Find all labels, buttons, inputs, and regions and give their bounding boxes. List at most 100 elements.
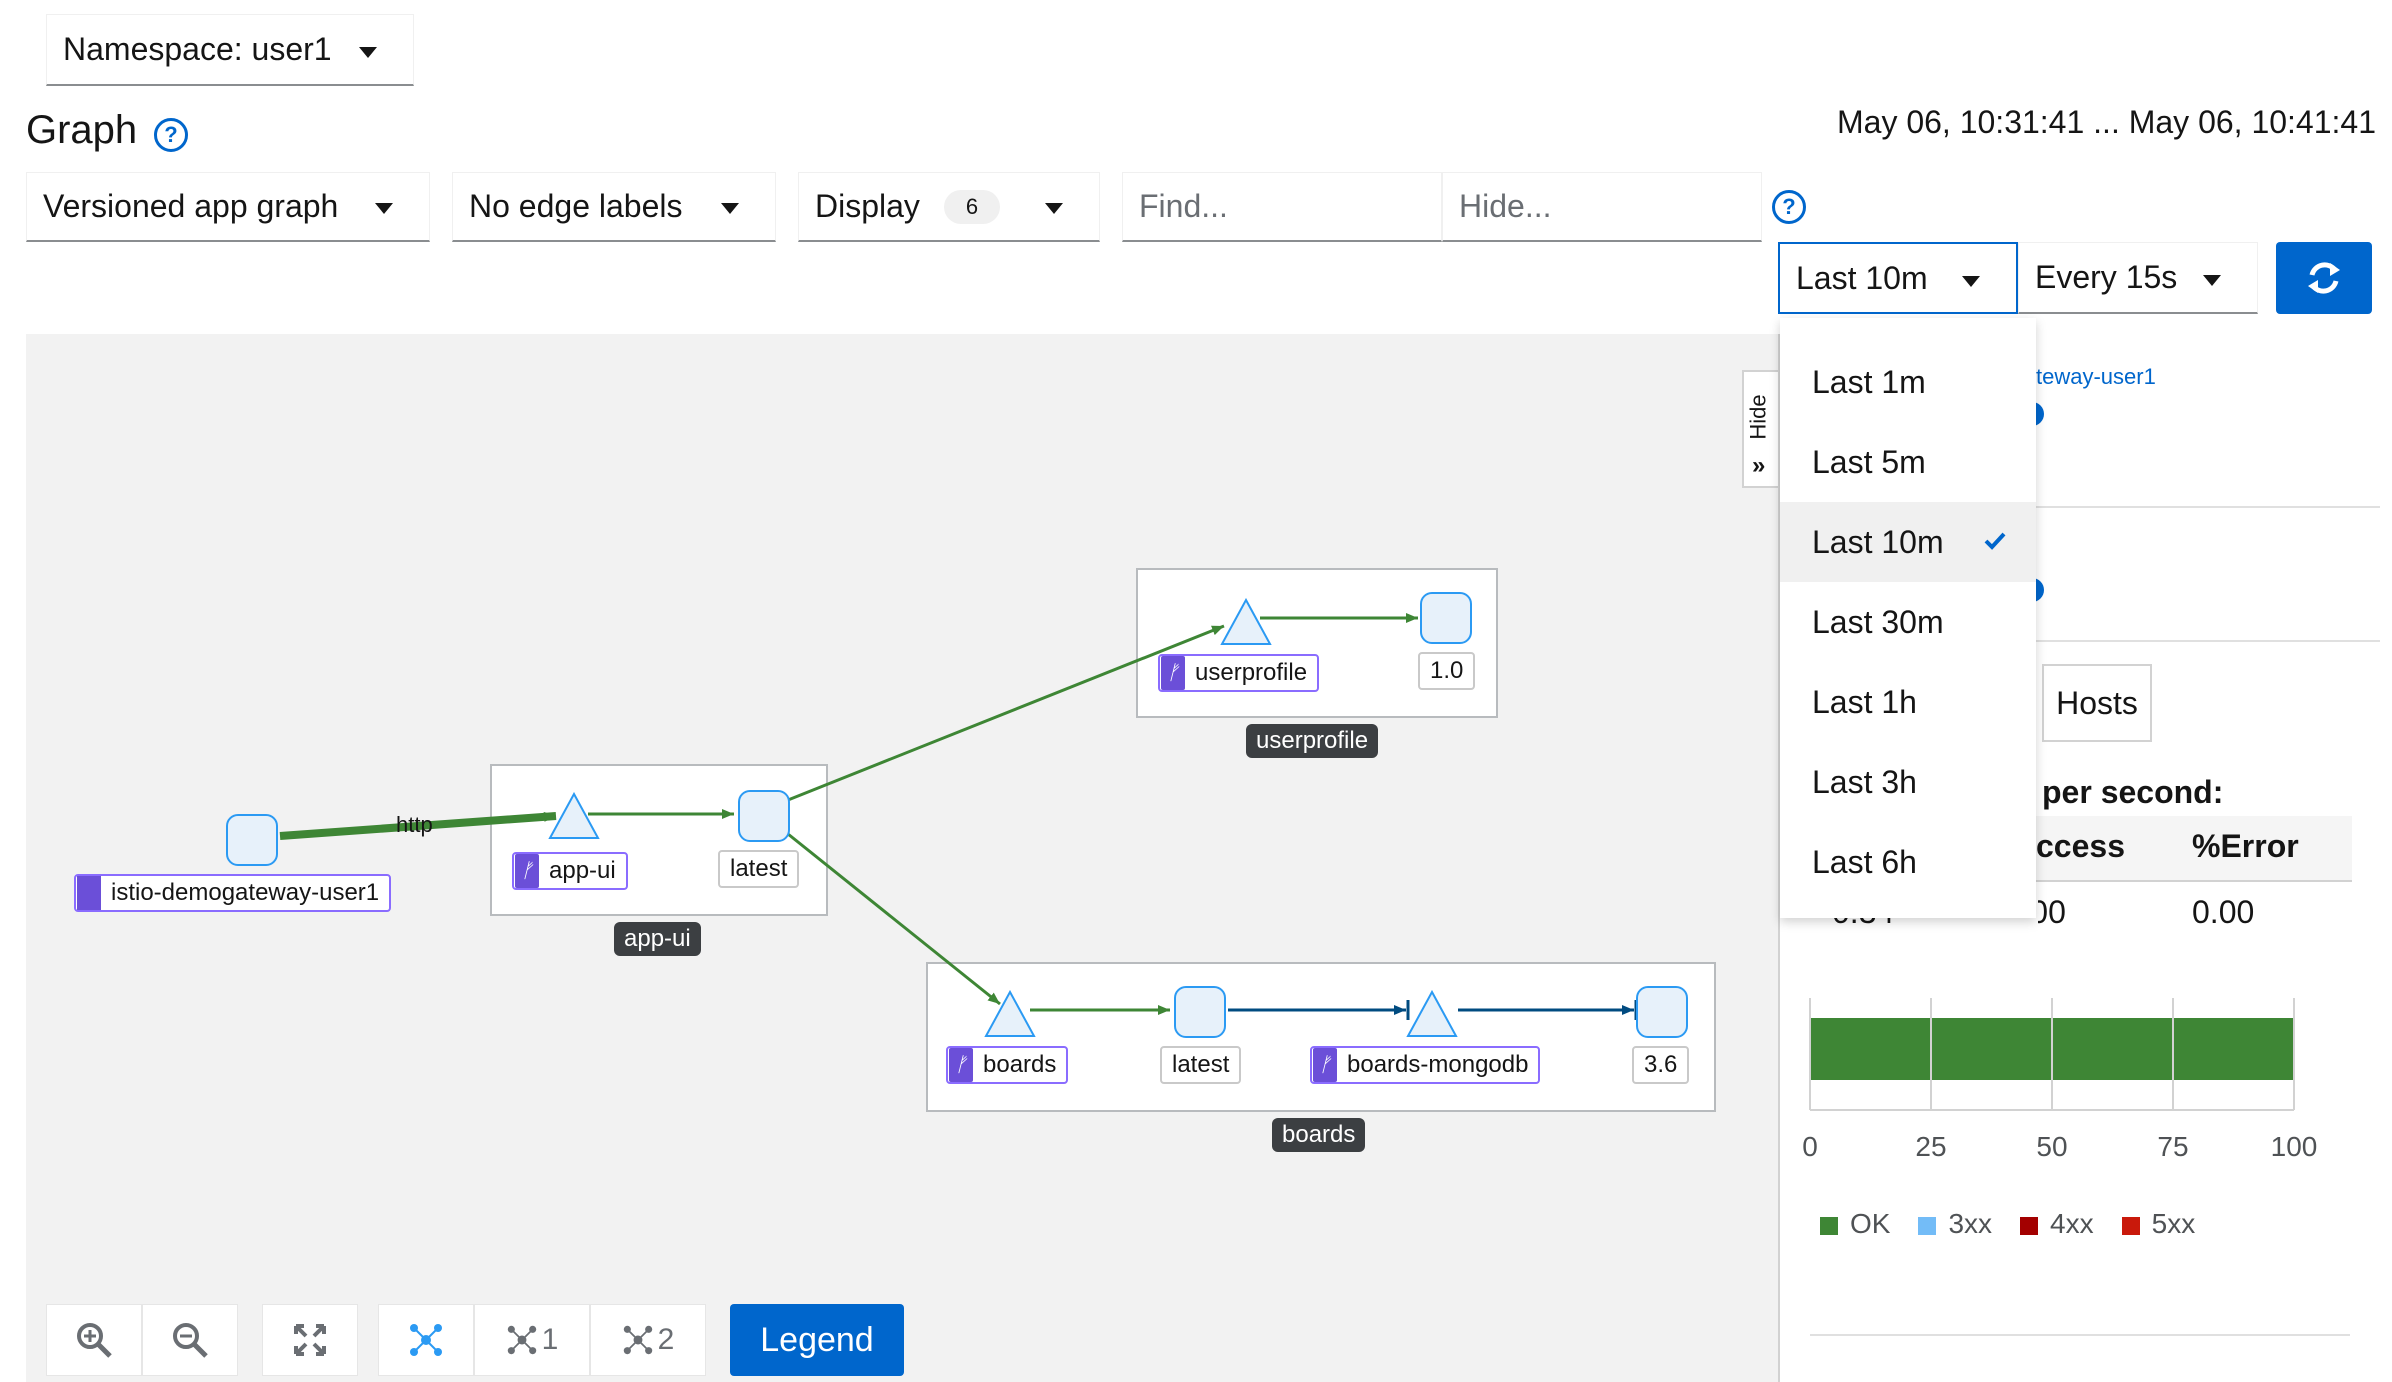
app-ui-service-node[interactable] xyxy=(548,792,600,840)
hide-input[interactable]: Hide... xyxy=(1442,172,1762,242)
graph-type-label: Versioned app graph xyxy=(43,188,339,224)
edge-labels-dropdown[interactable]: No edge labels xyxy=(452,172,776,242)
find-help-icon[interactable]: ? xyxy=(1772,190,1806,224)
app-icon: ᚠ xyxy=(515,854,539,888)
app-icon: ᚠ xyxy=(1161,656,1185,690)
userprofile-service-node[interactable] xyxy=(1220,598,1272,646)
menu-item-last-10m[interactable]: Last 10m xyxy=(1780,502,2036,582)
display-dropdown[interactable]: Display 6 xyxy=(798,172,1100,242)
tick-label: 25 xyxy=(1915,1131,1946,1162)
legend-ok: OK xyxy=(1820,1208,1890,1240)
zoom-out-button[interactable] xyxy=(142,1304,238,1376)
hide-panel-tab[interactable]: Hide » xyxy=(1742,370,1778,488)
refresh-button[interactable] xyxy=(2276,242,2372,314)
page-title: Graph xyxy=(26,108,138,152)
app-icon: ᚠ xyxy=(949,1048,973,1082)
app-ui-version-node[interactable] xyxy=(738,790,790,842)
legend-4xx: 4xx xyxy=(2020,1208,2094,1240)
gateway-label[interactable]: istio-demogateway-user1 xyxy=(74,874,392,912)
tick-label: 0 xyxy=(1802,1131,1818,1162)
userprofile-group-tag: userprofile xyxy=(1246,724,1379,758)
chevron-down-icon xyxy=(375,203,393,214)
legend-button[interactable]: Legend xyxy=(730,1304,904,1376)
time-range-dropdown[interactable]: Last 10m xyxy=(1778,242,2018,314)
layout-default-button[interactable] xyxy=(378,1304,474,1376)
userprofile-version-node[interactable] xyxy=(1420,592,1472,644)
hide-panel-label: Hide xyxy=(1745,394,1771,440)
side-panel-divider xyxy=(1810,1334,2350,1336)
topology-icon xyxy=(623,1325,652,1355)
menu-item-last-5m[interactable]: Last 5m xyxy=(1812,443,1926,480)
edge-protocol-label: http xyxy=(396,812,433,837)
legend-5xx: 5xx xyxy=(2121,1208,2195,1240)
legend-3xx: 3xx xyxy=(1918,1208,1992,1240)
chart-legend: OK 3xx 4xx 5xx xyxy=(1820,1208,2195,1240)
refresh-icon xyxy=(2308,262,2340,294)
layout-1-label: 1 xyxy=(541,1323,559,1356)
col-success-header: ccess xyxy=(2036,828,2125,864)
boards-mongodb-version-node[interactable] xyxy=(1636,986,1688,1038)
double-chevron-icon: » xyxy=(1752,452,1766,479)
side-panel-divider xyxy=(1780,506,2380,508)
side-panel-divider xyxy=(1780,640,2380,642)
app-ui-version-label[interactable]: latest xyxy=(718,850,800,888)
tab-hosts[interactable]: Hosts xyxy=(2042,664,2152,742)
zoom-in-icon xyxy=(77,1323,112,1358)
boards-mongodb-version-label[interactable]: 3.6 xyxy=(1632,1046,1690,1084)
tick-label: 75 xyxy=(2157,1131,2188,1162)
boards-mongodb-service-node[interactable] xyxy=(1406,990,1458,1038)
chevron-down-icon xyxy=(1962,276,1980,287)
display-count-badge: 6 xyxy=(943,189,1001,224)
layout-2-button[interactable]: 2 xyxy=(590,1304,706,1376)
boards-group-box[interactable] xyxy=(926,962,1716,1112)
menu-item-last-1h[interactable]: Last 1h xyxy=(1812,683,1917,720)
graph-type-dropdown[interactable]: Versioned app graph xyxy=(26,172,430,242)
tick-label: 50 xyxy=(2036,1131,2067,1162)
layout-1-button[interactable]: 1 xyxy=(474,1304,590,1376)
chevron-down-icon xyxy=(359,47,377,58)
layout-2-label: 2 xyxy=(657,1323,675,1356)
row-partial-2: 100.00 xyxy=(2038,894,2066,931)
edge-gateway-appui xyxy=(279,811,557,840)
zoom-in-button[interactable] xyxy=(46,1304,142,1376)
per-second-heading: per second: xyxy=(2042,774,2224,810)
menu-item-last-6h[interactable]: Last 6h xyxy=(1812,843,1917,880)
table-header xyxy=(2036,816,2352,882)
app-icon: ᚠ xyxy=(1313,1048,1337,1082)
edge-labels-label: No edge labels xyxy=(469,188,683,224)
namespace-dropdown[interactable]: Namespace: user1 xyxy=(46,14,414,86)
time-range-selected: Last 10m xyxy=(1796,259,1928,296)
boards-group-tag: boards xyxy=(1272,1118,1366,1152)
chevron-down-icon xyxy=(1045,203,1063,214)
display-label: Display xyxy=(815,188,920,224)
gateway-icon xyxy=(77,876,101,910)
boards-version-label[interactable]: latest xyxy=(1160,1046,1242,1084)
row-error-value: 0.00 xyxy=(2192,894,2255,930)
col-error-header: %Error xyxy=(2192,828,2299,864)
chevron-down-icon xyxy=(2203,275,2221,286)
expand-icon xyxy=(294,1324,326,1356)
zoom-out-icon xyxy=(173,1323,208,1358)
help-icon[interactable]: ? xyxy=(154,118,188,152)
fit-to-screen-button[interactable] xyxy=(262,1304,358,1376)
boards-service-node[interactable] xyxy=(984,990,1036,1038)
app-ui-group-tag: app-ui xyxy=(614,922,701,956)
check-icon xyxy=(1984,532,2006,550)
boards-version-node[interactable] xyxy=(1174,986,1226,1038)
find-input[interactable]: Find... xyxy=(1122,172,1442,242)
menu-item-last-3h[interactable]: Last 3h xyxy=(1812,763,1917,800)
gateway-workload-node[interactable] xyxy=(226,814,278,866)
userprofile-version-label[interactable]: 1.0 xyxy=(1418,652,1476,690)
refresh-interval-dropdown[interactable]: Every 15s xyxy=(2018,242,2258,314)
gateway-link[interactable]: teway-user1 xyxy=(2036,364,2156,389)
menu-item-last-1m[interactable]: Last 1m xyxy=(1812,363,1926,400)
graph-canvas[interactable] xyxy=(26,334,1782,1382)
time-range-menu: Last 1m Last 5m Last 10m Last 30m Last 1… xyxy=(1780,318,2036,918)
menu-item-last-30m[interactable]: Last 30m xyxy=(1812,603,1944,640)
